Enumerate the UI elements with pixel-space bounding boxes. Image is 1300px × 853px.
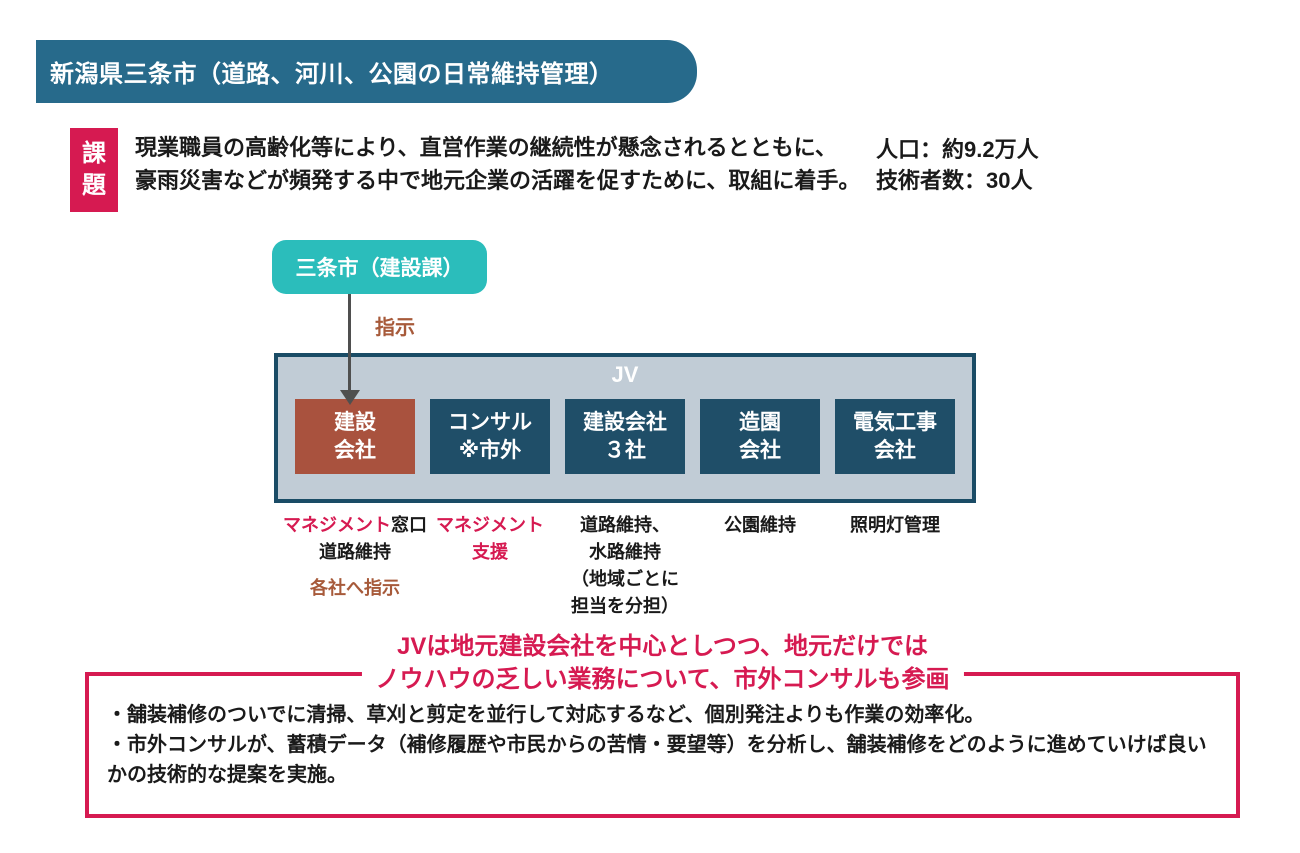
role-park-duty: 公園維持 <box>724 515 796 535</box>
instruction-arrow-label: 指示 <box>375 317 415 339</box>
member-box-electrical: 電気工事 会社 <box>835 399 955 474</box>
arrow-down-icon <box>340 390 360 405</box>
role-road-duty: 道路維持 <box>319 542 391 562</box>
summary-bullets: ・舗装補修のついでに清掃、草刈と剪定を並行して対応するなど、個別発注よりも作業の… <box>107 704 1207 786</box>
summary-title: JVは地元建設会社を中心としつつ、地元だけでは ノウハウの乏しい業務について、市… <box>361 630 964 696</box>
role-landscaping: 公園維持 <box>700 512 820 620</box>
role-mgmt-support: マネジメント 支援 <box>436 515 544 562</box>
role-label-row: マネジメント窓口 道路維持 各社へ指示 マネジメント 支援 道路維持、 水路維持… <box>274 512 976 620</box>
city-department-box: 三条市（建設課） <box>272 240 487 294</box>
challenge-text: 現業職員の高齢化等により、直営作業の継続性が懸念されるとともに、 豪雨災害などが… <box>135 135 861 193</box>
member-box-consultant: コンサル ※市外 <box>430 399 550 474</box>
jv-container: JV 建設 会社 コンサル ※市外 建設会社 ３社 造園 会社 電気工事 会社 <box>274 353 976 503</box>
city-stats: 人口：約9.2万人 技術者数：30人 <box>876 134 1039 196</box>
role-consultant: マネジメント 支援 <box>430 512 550 620</box>
role-mgmt-label: マネジメント <box>283 515 391 535</box>
role-construction3: 道路維持、 水路維持 （地域ごとに 担当を分担） <box>565 512 685 620</box>
member-box-landscaping: 造園 会社 <box>700 399 820 474</box>
challenge-badge: 課 題 <box>70 128 118 212</box>
instruction-arrow-line <box>348 294 351 392</box>
jv-member-row: 建設 会社 コンサル ※市外 建設会社 ３社 造園 会社 電気工事 会社 <box>278 399 972 474</box>
role-lighting-duty: 照明灯管理 <box>850 515 940 535</box>
page-title: 新潟県三条市（道路、河川、公園の日常維持管理） <box>50 61 614 88</box>
role-construction: マネジメント窓口 道路維持 各社へ指示 <box>283 512 427 620</box>
jv-title: JV <box>611 362 639 387</box>
role-directive-label: 各社へ指示 <box>310 578 400 598</box>
summary-box: JVは地元建設会社を中心としつつ、地元だけでは ノウハウの乏しい業務について、市… <box>85 630 1240 818</box>
role-electrical: 照明灯管理 <box>835 512 955 620</box>
population-stat: 人口：約9.2万人 <box>876 137 1039 162</box>
title-banner: 新潟県三条市（道路、河川、公園の日常維持管理） <box>36 40 697 103</box>
member-box-construction-3: 建設会社 ３社 <box>565 399 685 474</box>
role-road-water-duty: 道路維持、 水路維持 （地域ごとに 担当を分担） <box>571 515 679 616</box>
role-window-label: 窓口 <box>391 515 427 535</box>
engineers-stat: 技術者数：30人 <box>876 168 1033 193</box>
member-box-construction: 建設 会社 <box>295 399 415 474</box>
